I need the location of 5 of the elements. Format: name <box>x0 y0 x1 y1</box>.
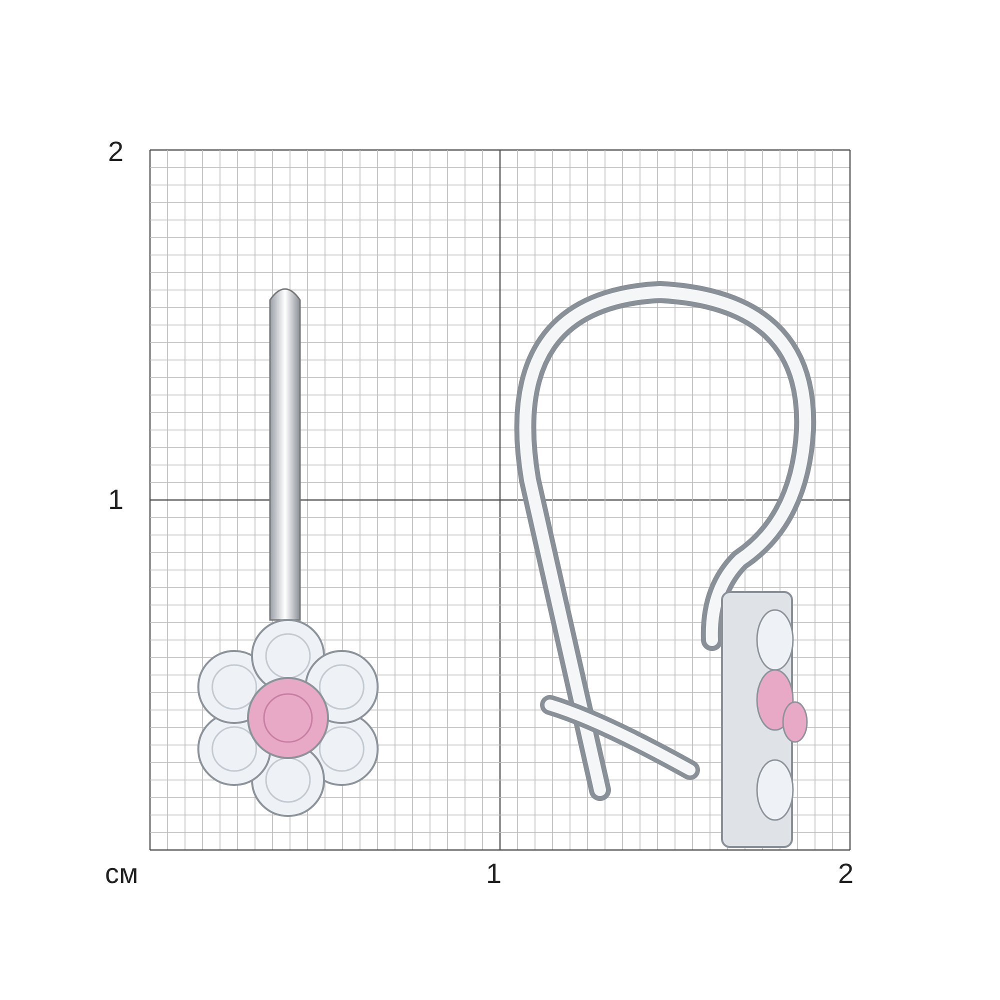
unit-label: см <box>105 860 138 888</box>
axis-tick-label: 2 <box>838 860 854 888</box>
axis-tick-label: 1 <box>486 860 502 888</box>
axis-tick-label: 1 <box>108 486 124 514</box>
axis-tick-label: 2 <box>108 138 124 166</box>
